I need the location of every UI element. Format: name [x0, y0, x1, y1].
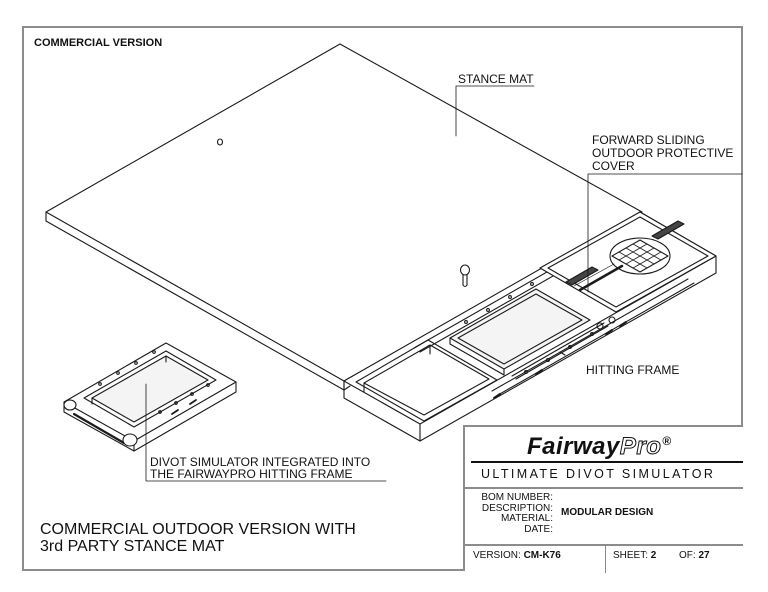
divot-simulator	[63, 342, 237, 452]
version-value: CM-K76	[523, 550, 561, 561]
registered-mark: ®	[662, 434, 672, 448]
date-label: DATE:	[524, 523, 553, 535]
stance-mat	[45, 43, 643, 391]
cover-label-line3: COVER	[592, 159, 635, 173]
version-label: VERSION:	[473, 550, 521, 561]
field-labels: BOM NUMBER: DESCRIPTION: MATERIAL: DATE:	[471, 492, 553, 535]
sheet-value: 2	[650, 550, 657, 561]
title-block-vertical-divider	[605, 546, 606, 573]
version-cell: VERSION: CM-K76	[473, 550, 561, 561]
sheet-label: SHEET:	[613, 550, 649, 561]
version-header: COMMERCIAL VERSION	[34, 37, 163, 49]
logo-fairway: Fairway	[527, 433, 620, 460]
caption-line1: COMMERCIAL OUTDOOR VERSION WITH	[40, 521, 356, 538]
title-block: FairwayPro® ULTIMATE DIVOT SIMULATOR BOM…	[463, 425, 743, 573]
logo-pro: Pro	[619, 433, 662, 461]
hitting-frame-label: HITTING FRAME	[586, 363, 680, 377]
title-block-divider	[465, 487, 743, 489]
drawing-caption: COMMERCIAL OUTDOOR VERSION WITH 3rd PART…	[40, 521, 356, 555]
of-value: 27	[698, 550, 710, 561]
of-label: OF:	[679, 550, 696, 561]
sheet-cell: SHEET: 2	[613, 550, 656, 561]
caption-line2: 3rd PARTY STANCE MAT	[40, 538, 225, 555]
bom-number-label: BOM NUMBER:	[481, 492, 553, 503]
hitting-frame	[343, 211, 717, 442]
leader-lines	[145, 85, 743, 482]
brand-logo: FairwayPro®	[465, 427, 743, 463]
material-label: MATERIAL:	[500, 513, 553, 524]
cover-label-line1: FORWARD SLIDING	[592, 133, 705, 147]
product-subtitle: ULTIMATE DIVOT SIMULATOR	[481, 467, 716, 481]
logo-underline	[471, 461, 743, 463]
stance-mat-label: STANCE MAT	[458, 72, 534, 86]
description-label: DESCRIPTION:	[481, 502, 553, 514]
of-cell: OF: 27	[679, 550, 710, 561]
divot-label-line1: DIVOT SIMULATOR INTEGRATED INTO	[150, 455, 371, 469]
title-block-divider	[465, 544, 743, 546]
cover-label-line2: OUTDOOR PROTECTIVE	[592, 146, 734, 160]
description-value: MODULAR DESIGN	[561, 507, 654, 518]
logo-text: FairwayPro®	[527, 433, 672, 461]
divot-label-line2: THE FAIRWAYPRO HITTING FRAME	[150, 467, 353, 481]
